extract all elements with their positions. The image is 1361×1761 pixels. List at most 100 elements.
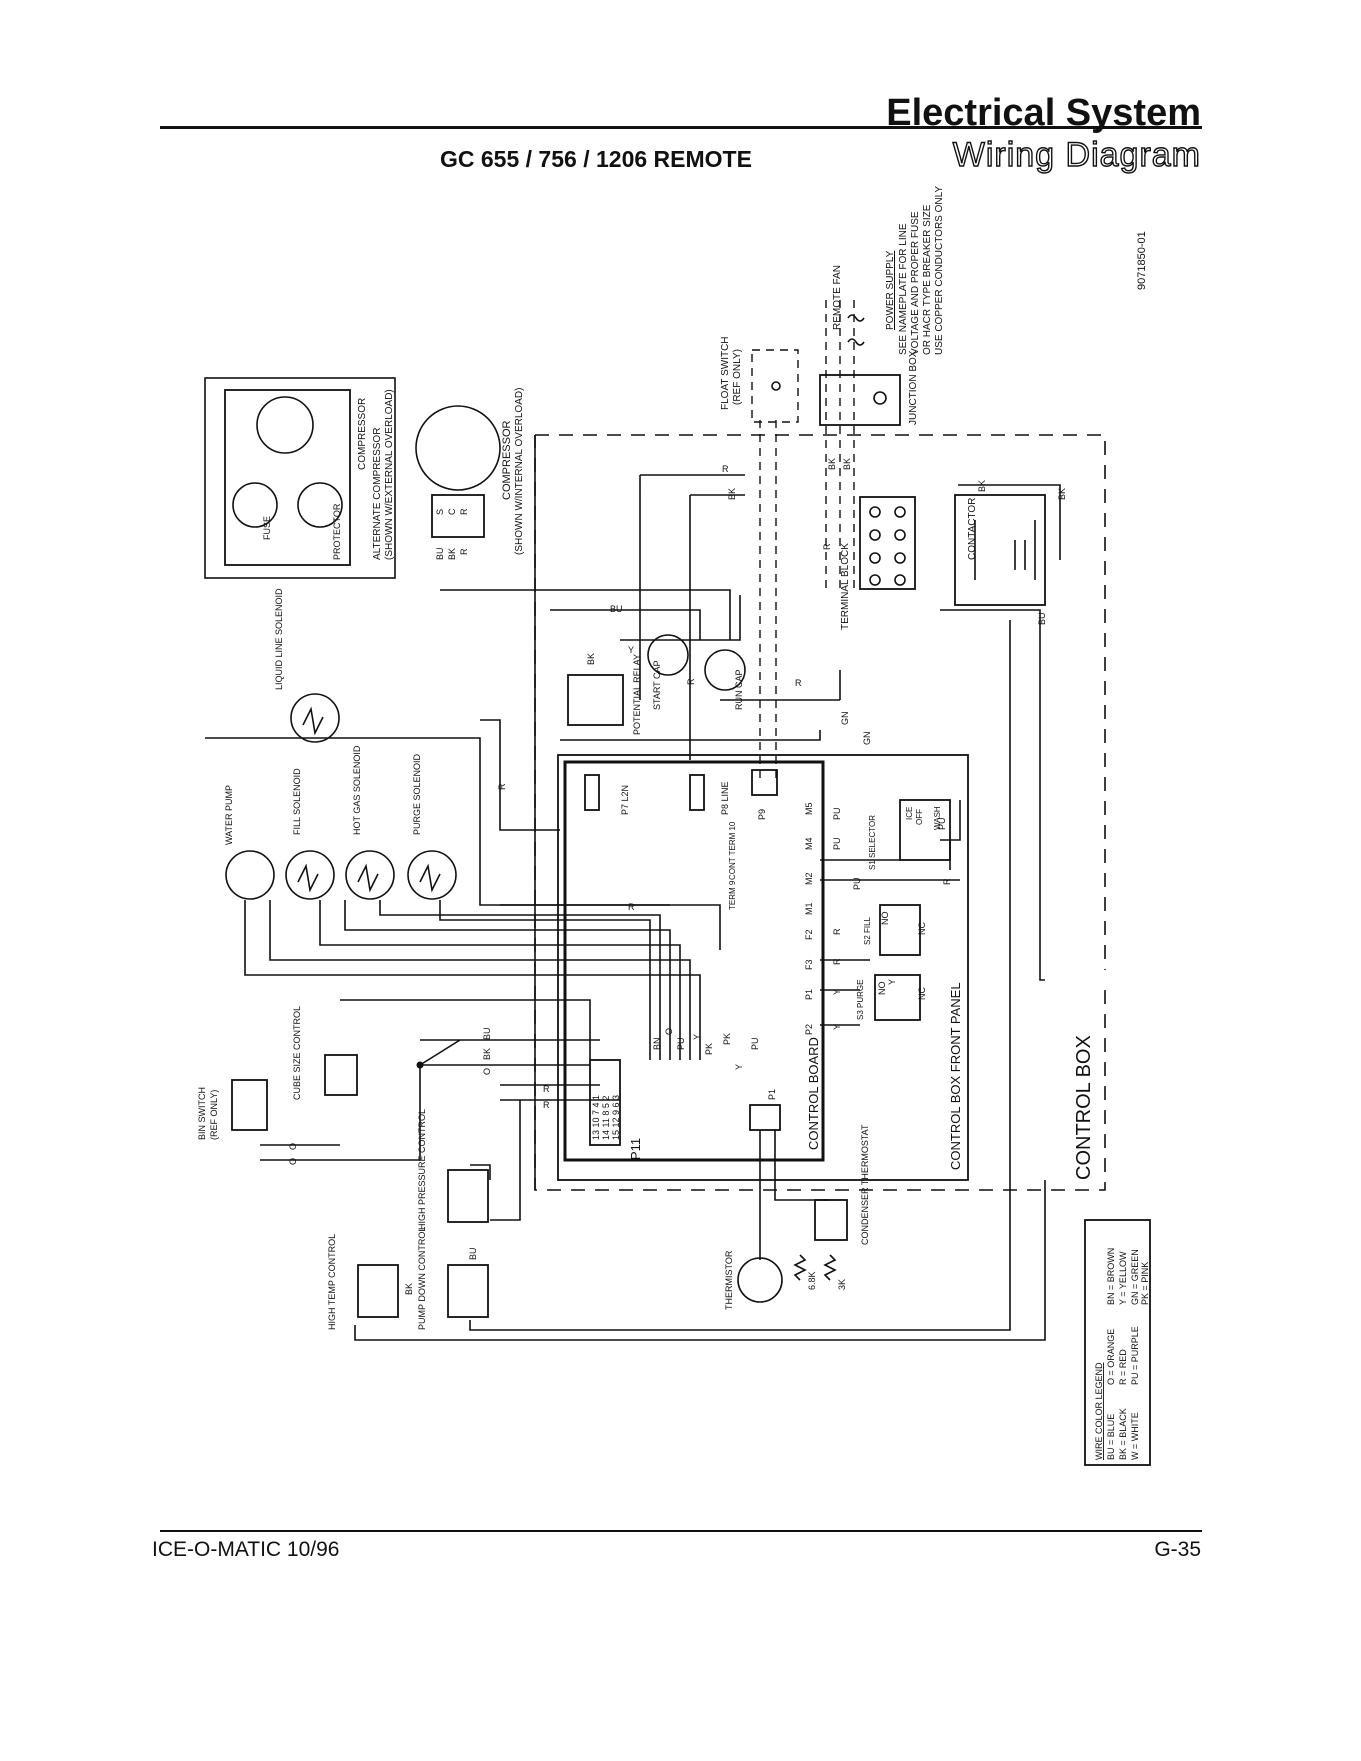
wire-tag: BU: [435, 547, 445, 560]
condenser-thermostat-label: CONDENSER THERMOSTAT: [860, 1124, 870, 1245]
wire-tag: PU: [750, 1037, 760, 1050]
legend-entry: BK = BLACK: [1118, 1408, 1128, 1460]
compressor: [415, 405, 501, 491]
wire-tag: BK: [447, 548, 457, 560]
legend-entry: Y = YELLOW: [1118, 1251, 1128, 1305]
pump-down-control: [447, 1264, 489, 1318]
solenoid-coils: [297, 863, 441, 893]
wire-tag: NC: [917, 987, 927, 1000]
wire-tag: BN: [652, 1037, 662, 1050]
wire-tag: PU: [937, 817, 947, 830]
power-supply-line4: USE COPPER CONDUCTORS ONLY: [934, 186, 945, 355]
start-cap-label: START CAP: [652, 660, 662, 710]
term9-label: TERM 9: [728, 880, 737, 910]
wire-color-legend: WIRE COLOR LEGEND BU = BLUE O = ORANGE B…: [1084, 1219, 1151, 1466]
run-cap-label: RUN CAP: [734, 669, 744, 710]
p11-pins: 13 10 7 4 1 14 11 8 5 2 15 12 9 6 3: [591, 1095, 621, 1140]
model-title: GC 655 / 756 / 1206 REMOTE: [440, 146, 752, 172]
s1-selector-switch: [899, 799, 951, 861]
s3-purge-label: S3 PURGE: [856, 980, 865, 1020]
wire-tag: NC: [917, 922, 927, 935]
p11-pin-row: 15 12 9 6 3: [611, 1095, 621, 1140]
wire-tag: BK: [404, 1283, 414, 1295]
legend-entry: O = ORANGE: [1106, 1329, 1116, 1385]
control-box-outline: [534, 434, 1106, 1191]
s1-selector-label: S1 SELECTOR: [868, 815, 877, 870]
resistor-icons: [793, 1254, 837, 1281]
wire-tag: Y: [734, 1064, 744, 1070]
control-board-label: CONTROL BOARD: [806, 1037, 821, 1150]
resistor-3k-label: 3K: [837, 1279, 847, 1290]
alt-compressor-protector-terminal: [297, 482, 343, 528]
wire-tag: O: [664, 1028, 674, 1035]
board-terminal: M2: [804, 872, 814, 885]
legend-entry: PK = PINK: [1140, 1262, 1150, 1305]
terminal-block-label: TERMINAL BLOCK: [840, 543, 851, 630]
legend-title: WIRE COLOR LEGEND: [1094, 1362, 1104, 1460]
wire-tag: BU: [610, 604, 623, 614]
wire-tag: PU: [832, 837, 842, 850]
protector-label: PROTECTOR: [332, 503, 342, 560]
remote-fan-wires: [825, 300, 855, 590]
contactor-contacts: [974, 520, 1036, 580]
wire-tag: NO: [877, 982, 887, 996]
alt-compressor-box: [204, 377, 396, 579]
float-switch-label: FLOAT SWITCH: [720, 336, 731, 410]
wire-tag: PK: [722, 1033, 732, 1045]
terminal-block: [859, 496, 916, 590]
liquid-line-solenoid-label: LIQUID LINE SOLENOID: [274, 588, 284, 690]
front-panel: [557, 754, 969, 1181]
wire-tag: R: [942, 878, 952, 885]
board-terminal: M4: [804, 837, 814, 850]
power-supply-line2: VOLTAGE AND PROPER FUSE: [910, 211, 921, 355]
load-row: WATER PUMP FILL SOLENOID HOT GAS SOLENOI…: [224, 745, 457, 900]
footer-left: ICE-O-MATIC 10/96: [152, 1538, 340, 1561]
p1-connector: [749, 1104, 781, 1131]
purge-solenoid-label: PURGE SOLENOID: [412, 753, 422, 835]
front-panel-label: CONTROL BOX FRONT PANEL: [948, 982, 963, 1170]
wire-tag: Y: [692, 1034, 702, 1040]
wire-tag: BK: [827, 458, 837, 470]
high-pressure-control: [447, 1169, 489, 1223]
p1-label: P1: [767, 1089, 777, 1100]
wire-junction: [416, 1061, 424, 1069]
high-temp-control-label: HIGH TEMP CONTROL: [327, 1234, 337, 1330]
wire-tag: C: [447, 508, 457, 515]
wire-tag: R: [822, 543, 832, 550]
bin-switch-note: (REF ONLY): [209, 1090, 219, 1140]
run-cap: [704, 649, 746, 691]
control-board: [563, 760, 825, 1162]
board-terminal: P2: [804, 1024, 814, 1035]
fill-solenoid: [285, 850, 335, 900]
float-switch-note: (REF ONLY): [732, 349, 743, 405]
wire-tag: Y: [832, 1024, 842, 1030]
p9-label: P9: [757, 809, 767, 820]
diagram-subtitle: Wiring Diagram: [952, 135, 1201, 174]
s2-fill-switch: [879, 904, 921, 956]
cont-term-label: CONT TERM 10: [728, 821, 737, 880]
page-number: G-35: [1154, 1538, 1201, 1561]
wire-tag: O: [288, 1143, 298, 1150]
power-supply-title: POWER SUPPLY: [885, 250, 896, 330]
wire-tag: BU: [482, 1027, 492, 1040]
wire-tag: PK: [704, 1043, 714, 1055]
wire-tag: GN: [840, 712, 850, 726]
contactor-label: CONTACTOR: [967, 498, 978, 560]
contactor: [954, 494, 1046, 606]
s3-purge-switch: [874, 974, 921, 1021]
board-terminal: F3: [804, 959, 814, 970]
float-switch-wires: [759, 420, 777, 780]
wire-tags: R BK BK BK R BK BK BU BU BK Y R R GN GN …: [288, 458, 1067, 1295]
s2-fill-label: S2 FILL: [863, 916, 872, 945]
high-pressure-control-label: HIGH PRESSURE CONTROL: [417, 1109, 427, 1230]
wire-tag: NO: [880, 912, 890, 926]
water-pump-label: WATER PUMP: [224, 785, 234, 845]
p11-label: P11: [628, 1138, 643, 1160]
junction-box-label: JUNCTION BOX: [908, 350, 919, 425]
legend-entry: W = WHITE: [1130, 1412, 1140, 1460]
wire-tag: BK: [482, 1048, 492, 1060]
legend-entry: BN = BROWN: [1106, 1248, 1116, 1305]
wire-tag: R: [543, 1084, 550, 1094]
wire-tag: R: [543, 1100, 550, 1110]
